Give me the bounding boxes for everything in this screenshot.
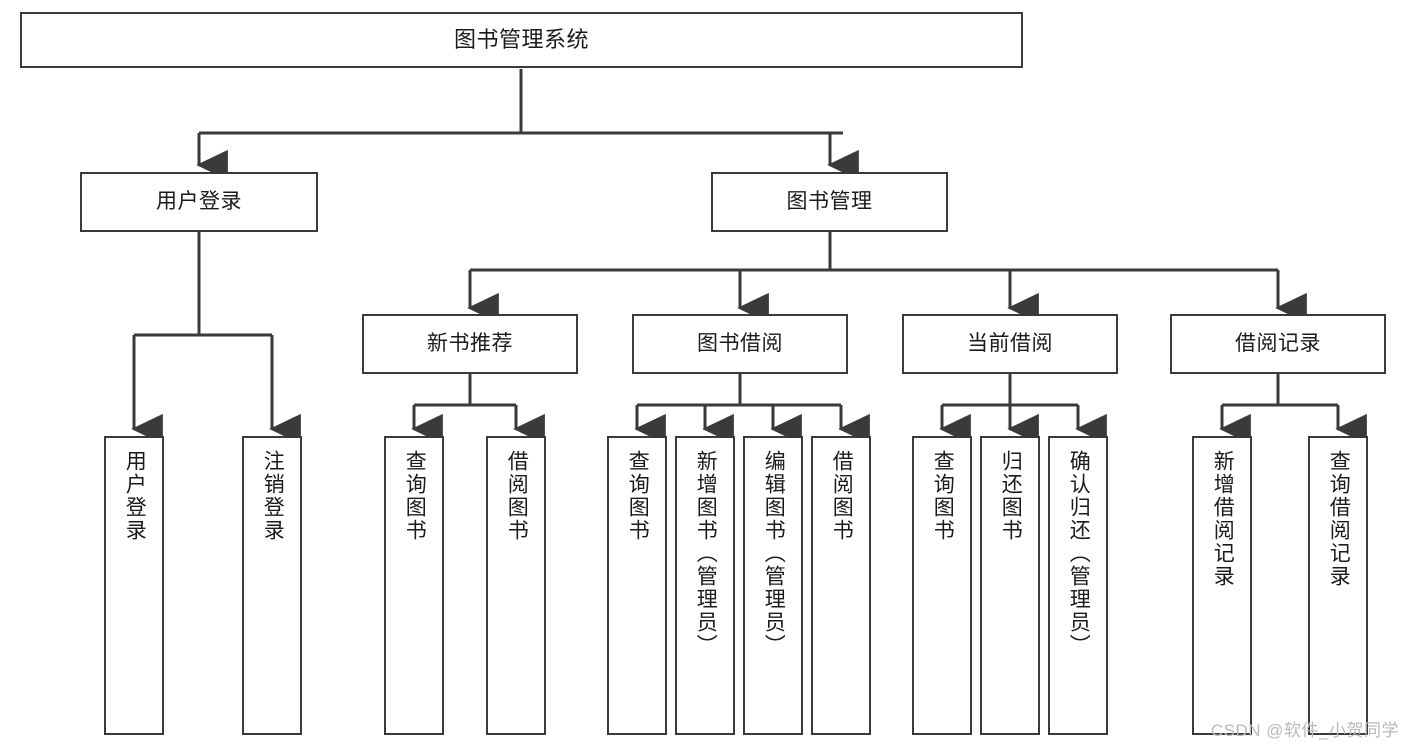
node-label: 图书管理系统 [453, 27, 589, 53]
node-current-borrow[interactable]: 当前借阅 [902, 314, 1118, 374]
node-label: 查询图书 [626, 450, 650, 542]
leaf-user-login[interactable]: 用户登录 [104, 436, 164, 735]
node-label: 当前借阅 [967, 331, 1053, 355]
node-label: 确认归还（管理员） [1067, 450, 1091, 657]
node-label: 新书推荐 [427, 331, 513, 355]
node-label: 查询图书 [931, 450, 955, 542]
leaf-add-borrow-record[interactable]: 新增借阅记录 [1192, 436, 1252, 735]
node-label: 图书借阅 [697, 331, 783, 355]
leaf-query-book-current[interactable]: 查询图书 [912, 436, 972, 735]
leaf-edit-book-admin[interactable]: 编辑图书（管理员） [743, 436, 803, 735]
watermark: CSDN @软件_小贺同学 [1210, 721, 1399, 740]
node-label: 借阅记录 [1235, 331, 1321, 355]
node-book-borrow[interactable]: 图书借阅 [632, 314, 848, 374]
node-label: 图书管理 [786, 189, 873, 213]
node-book-management[interactable]: 图书管理 [711, 172, 948, 232]
node-label: 查询借阅记录 [1327, 450, 1351, 588]
node-label: 借阅图书 [830, 450, 854, 542]
node-new-book-recommend[interactable]: 新书推荐 [362, 314, 578, 374]
node-label: 注销登录 [261, 450, 285, 542]
node-label: 查询图书 [403, 450, 427, 542]
leaf-borrow-book[interactable]: 借阅图书 [811, 436, 871, 735]
leaf-confirm-return-admin[interactable]: 确认归还（管理员） [1048, 436, 1108, 735]
leaf-return-book[interactable]: 归还图书 [980, 436, 1040, 735]
node-label: 归还图书 [999, 450, 1023, 542]
node-label: 新增图书（管理员） [694, 450, 718, 657]
leaf-logout[interactable]: 注销登录 [242, 436, 302, 735]
node-root-system[interactable]: 图书管理系统 [20, 12, 1023, 68]
node-user-login[interactable]: 用户登录 [80, 172, 318, 232]
node-borrow-record[interactable]: 借阅记录 [1170, 314, 1386, 374]
node-label: 新增借阅记录 [1211, 450, 1235, 588]
leaf-query-book-recommend[interactable]: 查询图书 [384, 436, 444, 735]
leaf-query-book-borrow[interactable]: 查询图书 [607, 436, 667, 735]
node-label: 编辑图书（管理员） [762, 450, 786, 657]
leaf-borrow-book-recommend[interactable]: 借阅图书 [486, 436, 546, 735]
leaf-add-book-admin[interactable]: 新增图书（管理员） [675, 436, 735, 735]
leaf-query-borrow-record[interactable]: 查询借阅记录 [1308, 436, 1368, 735]
node-label: 用户登录 [156, 189, 242, 213]
node-label: 用户登录 [123, 450, 147, 542]
node-label: 借阅图书 [505, 450, 529, 542]
